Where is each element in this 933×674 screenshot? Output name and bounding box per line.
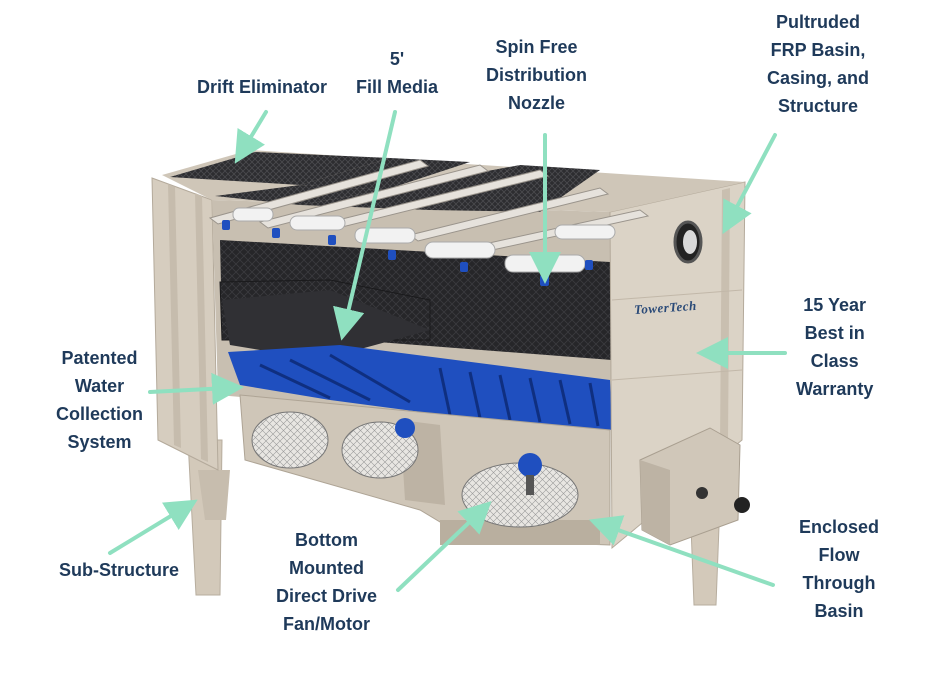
label-water-collection: Patented Water Collection System — [56, 348, 144, 452]
label-enclosed-basin: Enclosed Flow Through Basin — [799, 517, 880, 621]
arrow-fill-media — [333, 110, 397, 341]
label-fan-motor: Bottom Mounted Direct Drive Fan/Motor — [276, 530, 378, 634]
label-frp-basin: Pultruded FRP Basin, Casing, and Structu… — [767, 12, 870, 116]
label-drift-eliminator: Drift Eliminator — [197, 77, 328, 97]
callout-arrows — [108, 110, 787, 592]
fan-1 — [251, 411, 329, 469]
arrow-water-collection — [148, 372, 244, 405]
arrow-frp — [722, 133, 777, 235]
left-casing-wall — [151, 177, 219, 471]
label-distribution-nozzle: Spin Free Distribution Nozzle — [486, 37, 587, 113]
water-collection-system — [228, 345, 612, 430]
label-sub-structure: Sub-Structure — [59, 560, 180, 580]
arrow-fan-motor — [396, 500, 492, 592]
enclosed-basin — [639, 427, 750, 546]
arrow-drift-eliminator — [234, 110, 268, 164]
arrow-sub-structure — [108, 499, 198, 555]
arrow-basin — [588, 515, 775, 587]
label-warranty: 15 Year Best in Class Warranty — [796, 295, 874, 399]
casing-port — [673, 220, 703, 264]
fan-2 — [341, 418, 419, 479]
label-fill-media: 5' Fill Media — [356, 49, 439, 97]
